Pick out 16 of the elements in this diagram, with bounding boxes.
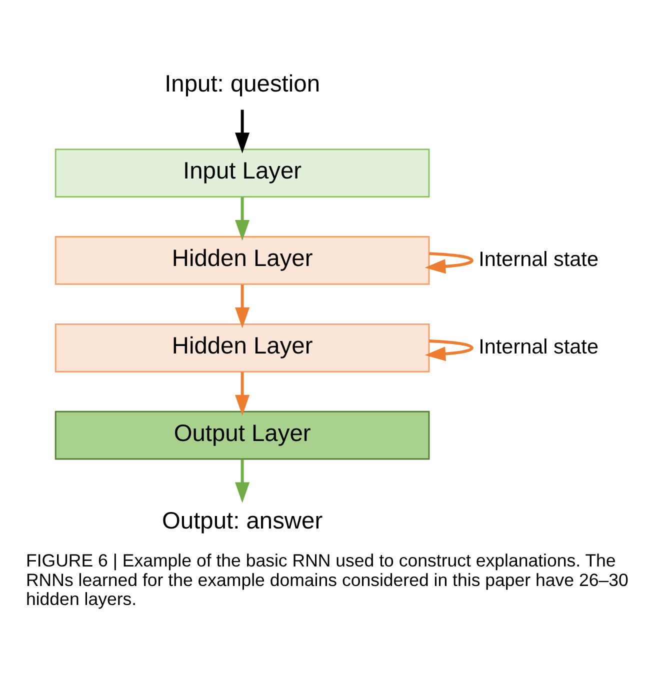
arrow (235, 196, 250, 240)
arrow (235, 458, 250, 503)
arrow (235, 372, 250, 416)
node-box: Input Layer (54, 148, 430, 197)
node-box: Output Layer (54, 410, 430, 460)
arrow (235, 284, 250, 328)
arrow (235, 109, 250, 153)
arrow (424, 252, 474, 274)
caption: FIGURE 6 | Example of the basic RNN used to construct explanations. The RNNs learned for the example domains considered in this paper have 26–30 hidden layers. (26, 550, 628, 609)
node-text: Output: answer (162, 508, 323, 534)
arrow (424, 338, 474, 361)
edge-label: Internal state (478, 247, 598, 270)
node-box: Hidden Layer (54, 322, 430, 372)
edge-label: Internal state (478, 334, 598, 358)
node-text: Input: question (164, 70, 320, 97)
node-box: Hidden Layer (54, 236, 430, 284)
